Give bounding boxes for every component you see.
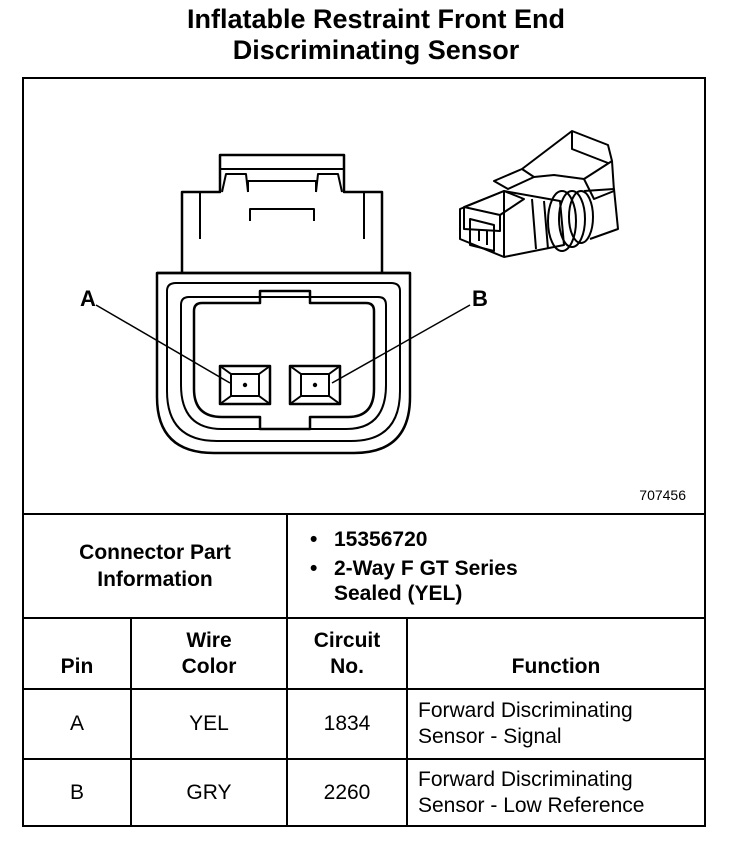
row-b-function-line-1: Forward Discriminating xyxy=(418,768,633,791)
header-wire-color: Wire Color xyxy=(130,617,288,690)
row-a-wire-color: YEL xyxy=(130,688,288,760)
header-row: Pin Wire Color Circuit No. Function xyxy=(24,617,704,690)
row-b-wire-color: GRY xyxy=(130,758,288,826)
connector-body xyxy=(155,271,412,455)
row-a-function-line-1: Forward Discriminating xyxy=(418,699,633,722)
row-a-circuit: 1834 xyxy=(286,688,408,760)
pin-b-leader xyxy=(331,304,471,384)
row-b-function-line-2: Sensor - Low Reference xyxy=(418,794,645,817)
connector-part-row: Connector Part Information 15356720 2-Wa… xyxy=(24,513,704,619)
title-line-2: Discriminating Sensor xyxy=(232,35,520,65)
row-b-circuit: 2260 xyxy=(286,758,408,826)
row-a-pin: A xyxy=(24,688,132,760)
pin-a-label: A xyxy=(80,286,96,311)
header-circuit-line-2: No. xyxy=(330,654,364,678)
row-a-function-line-2: Sensor - Signal xyxy=(418,725,562,748)
connector-type-line-2: Sealed (YEL) xyxy=(334,581,463,605)
lock-tab xyxy=(180,153,384,273)
header-wire-color-line-1: Wire xyxy=(186,628,232,652)
connector-frame: A B 707456 Connector Part Information 15… xyxy=(22,77,706,827)
table-row: A YEL 1834 Forward Discriminating Sensor… xyxy=(24,688,704,760)
table-row: B GRY 2260 Forward Discriminating Sensor… xyxy=(24,758,704,826)
header-circuit-line-1: Circuit xyxy=(313,628,381,652)
row-b-function: Forward Discriminating Sensor - Low Refe… xyxy=(406,758,704,826)
connector-3d-view xyxy=(459,130,619,258)
connector-part-label-line-1: Connector Part xyxy=(79,541,231,564)
row-a-function: Forward Discriminating Sensor - Signal xyxy=(406,688,704,760)
connector-type-line-1: 2-Way F GT Series xyxy=(334,556,518,580)
title-line-1: Inflatable Restraint Front End xyxy=(186,4,566,34)
pin-a-leader xyxy=(95,304,231,384)
connector-info-table: Connector Part Information 15356720 2-Wa… xyxy=(24,513,704,826)
header-function: Function xyxy=(406,617,704,690)
diagram-title: Inflatable Restraint Front End Discrimin… xyxy=(0,4,752,66)
connector-part-list: 15356720 2-Way F GT Series Sealed (YEL) xyxy=(288,527,704,606)
row-b-pin: B xyxy=(24,758,132,826)
connector-type: 2-Way F GT Series Sealed (YEL) xyxy=(310,556,704,606)
connector-drawing xyxy=(95,130,619,455)
connector-part-label: Connector Part Information xyxy=(24,513,288,619)
cavity-a xyxy=(218,364,272,406)
header-pin: Pin xyxy=(24,617,132,690)
part-number: 15356720 xyxy=(310,527,704,552)
header-circuit: Circuit No. xyxy=(286,617,408,690)
connector-part-info: 15356720 2-Way F GT Series Sealed (YEL) xyxy=(286,513,704,619)
pin-b-label: B xyxy=(472,286,488,311)
header-wire-color-line-2: Color xyxy=(181,654,237,678)
figure-number: 707456 xyxy=(639,487,686,503)
connector-diagram: A B 707456 xyxy=(24,79,704,514)
cavity-b xyxy=(288,364,342,406)
connector-part-label-line-2: Information xyxy=(97,568,213,591)
